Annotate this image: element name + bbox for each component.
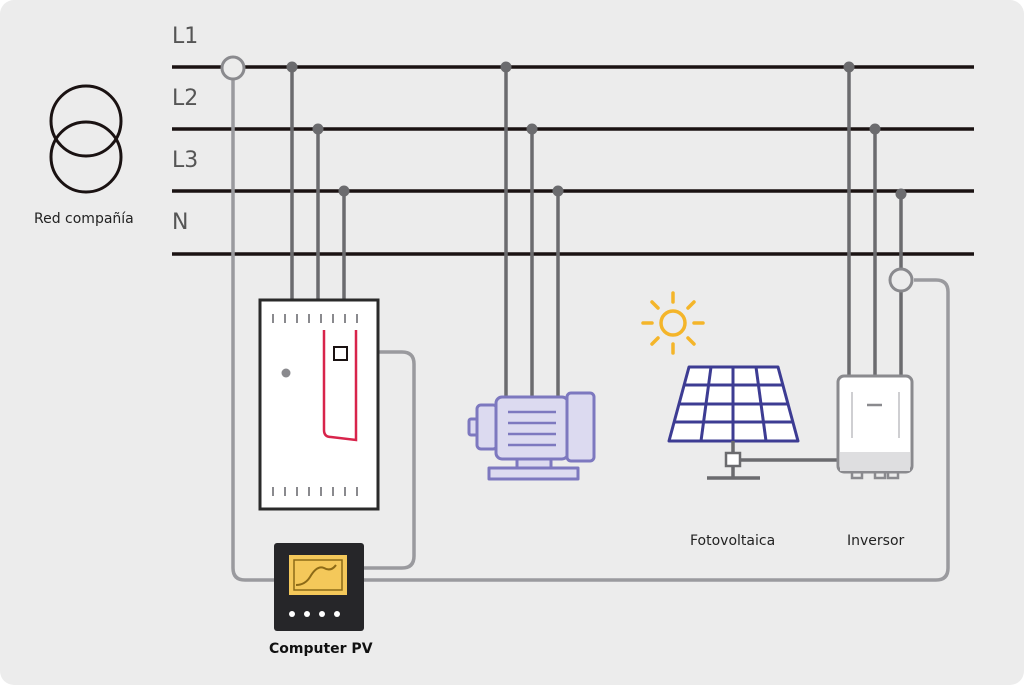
photovoltaic-label: Fotovoltaica — [690, 533, 776, 549]
bus-label-l3: L3 — [172, 148, 199, 173]
bus-lines — [172, 65, 974, 256]
grid-measure-wire — [231, 80, 274, 582]
inverter-measure-wire — [364, 278, 950, 582]
inverter-feed-dots — [843, 61, 907, 200]
cabinet-link-wire — [364, 350, 416, 570]
inverter-feed-wires — [847, 67, 903, 376]
current-clamps — [220, 55, 914, 293]
panel-junction-box — [724, 451, 742, 468]
computer-label: Computer PV — [269, 641, 373, 657]
cabinet-feed-dots — [286, 61, 350, 197]
solar-panel-icon — [667, 365, 800, 443]
signal-wires — [231, 80, 950, 582]
control-cabinet — [258, 298, 380, 511]
bus-label-l2: L2 — [172, 86, 199, 111]
cabinet-feed-wires — [290, 67, 346, 300]
sun-icon — [641, 291, 705, 355]
grid-label: Red compañía — [34, 211, 134, 227]
motor-icon — [467, 391, 596, 481]
grid-clamp-icon — [220, 55, 246, 81]
inverter-label: Inversor — [847, 533, 905, 549]
motor-feed-dots — [500, 61, 564, 197]
computer-pv-icon — [274, 543, 364, 631]
inverter-icon — [836, 374, 914, 480]
bus-label-l1: L1 — [172, 24, 199, 49]
bus-label-n: N — [172, 210, 189, 235]
motor-feed-wires — [504, 67, 560, 398]
transformer-icon — [49, 84, 123, 194]
inverter-clamp-icon — [888, 267, 914, 293]
